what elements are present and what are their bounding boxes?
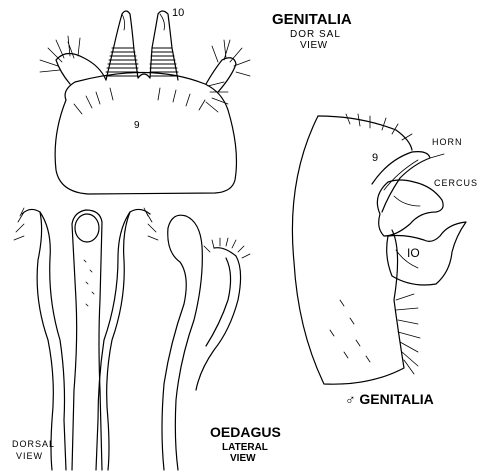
horn-shape <box>372 152 430 212</box>
lateral-view-label-line1: LATERAL <box>222 443 268 453</box>
lateral-appendage <box>196 248 241 390</box>
dorsal-view-label-line1: DORSAL <box>12 440 55 449</box>
segment-9-label-top: 9 <box>134 121 140 131</box>
dorsal-view-subtitle-line2: VIEW <box>300 41 328 51</box>
striated-blocks <box>106 48 178 76</box>
segment-9-hairs <box>74 88 205 114</box>
lateral-appendage-setae <box>204 238 250 258</box>
segment-10-label-top: 10 <box>172 8 184 19</box>
dorsal-view-label-line2: VIEW <box>16 452 43 461</box>
cercus-label: CERCUS <box>434 179 478 188</box>
horn-label: HORN <box>432 138 463 147</box>
genitalia-title: GENITALIA <box>272 12 352 27</box>
segment-10-label-right: IO <box>407 247 420 259</box>
right-paramere-spines <box>144 208 158 240</box>
male-genitalia-label: ♂ GENITALIA <box>345 392 434 406</box>
right-paramere <box>107 209 150 470</box>
oedagus-dorsal-view-figure <box>14 208 158 470</box>
left-paramere <box>22 209 53 470</box>
oedagus-label: OEDAGUS <box>210 425 281 439</box>
segment-10-left-prong <box>106 11 138 80</box>
cercus-shape <box>377 180 443 236</box>
oedagus-head <box>75 214 99 242</box>
male-genitalia-lateral-figure <box>292 114 466 384</box>
segment-9-plate <box>55 72 236 194</box>
dorsal-view-subtitle-line1: DOR SAL <box>290 30 341 40</box>
lateral-view-label-line2: VIEW <box>230 454 256 464</box>
segment-9-label-right: 9 <box>372 153 378 164</box>
lateral-body <box>168 215 202 470</box>
left-lateral-lobe <box>56 53 106 84</box>
genitalia-dorsal-view-figure <box>40 11 250 194</box>
